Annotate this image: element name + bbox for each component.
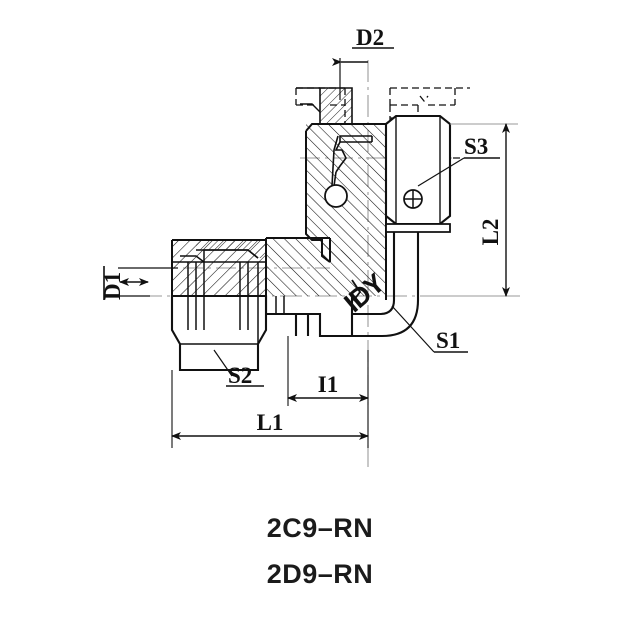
o-ring-section <box>324 184 348 208</box>
s2-label: S2 <box>228 363 252 388</box>
l2-label: L2 <box>478 219 503 246</box>
s3-leader-line <box>417 157 465 187</box>
body-vert-top-left-chamfer <box>305 123 352 132</box>
left-nut-seat-outline <box>196 249 259 259</box>
s2-leader-line <box>213 349 233 377</box>
s3-label: S3 <box>464 134 488 159</box>
callout-s2: S2 <box>213 349 264 388</box>
chamfer-notch <box>351 279 363 307</box>
stem-detail <box>265 296 285 314</box>
left-nut-lower-outline <box>170 294 268 372</box>
dimension-l2: L2 <box>424 123 518 297</box>
dimension-d2: D2 <box>332 25 394 100</box>
l1-label: L1 <box>257 410 284 435</box>
callout-s1: S1 <box>391 305 468 353</box>
top-nut-base-collar <box>385 223 451 233</box>
elbow-outer-wall-curve <box>352 232 420 338</box>
dimension-d1: D1 <box>100 266 178 300</box>
seat-cone-line <box>331 135 339 187</box>
part-number-secondary: 2D9–RN <box>267 559 374 589</box>
left-nut-inner-chamfer <box>180 255 205 263</box>
d1-label: D1 <box>100 272 125 300</box>
top-tube-hatch <box>320 88 352 124</box>
hidden-line-right-notch <box>419 95 429 103</box>
d2-label: D2 <box>356 25 384 50</box>
left-nut-seat-hatch <box>196 240 266 258</box>
top-nut-outline <box>384 114 452 226</box>
s1-leader-line <box>391 305 435 353</box>
part-number-primary: 2C9–RN <box>267 513 374 543</box>
body-core-hatch <box>352 124 386 296</box>
elbow-inner-wall-curve <box>379 299 396 316</box>
ferrule-profile <box>334 141 347 173</box>
dimension-i1: I1 <box>287 336 369 406</box>
top-nut <box>384 114 452 233</box>
s1-label: S1 <box>436 328 460 353</box>
top-tube-chamfer <box>300 103 321 113</box>
body-horizontal-hatch <box>266 250 352 296</box>
seat-cone-line-b <box>333 171 337 187</box>
left-swivel-nut <box>170 239 268 372</box>
dimension-l1: L1 <box>171 350 369 448</box>
callout-s3: S3 <box>417 134 500 187</box>
body-step-chamfer <box>321 255 331 263</box>
body-lower-chamfer <box>351 279 363 307</box>
i1-label: I1 <box>318 372 338 397</box>
part-number-block: 2C9–RN 2D9–RN <box>267 513 374 589</box>
